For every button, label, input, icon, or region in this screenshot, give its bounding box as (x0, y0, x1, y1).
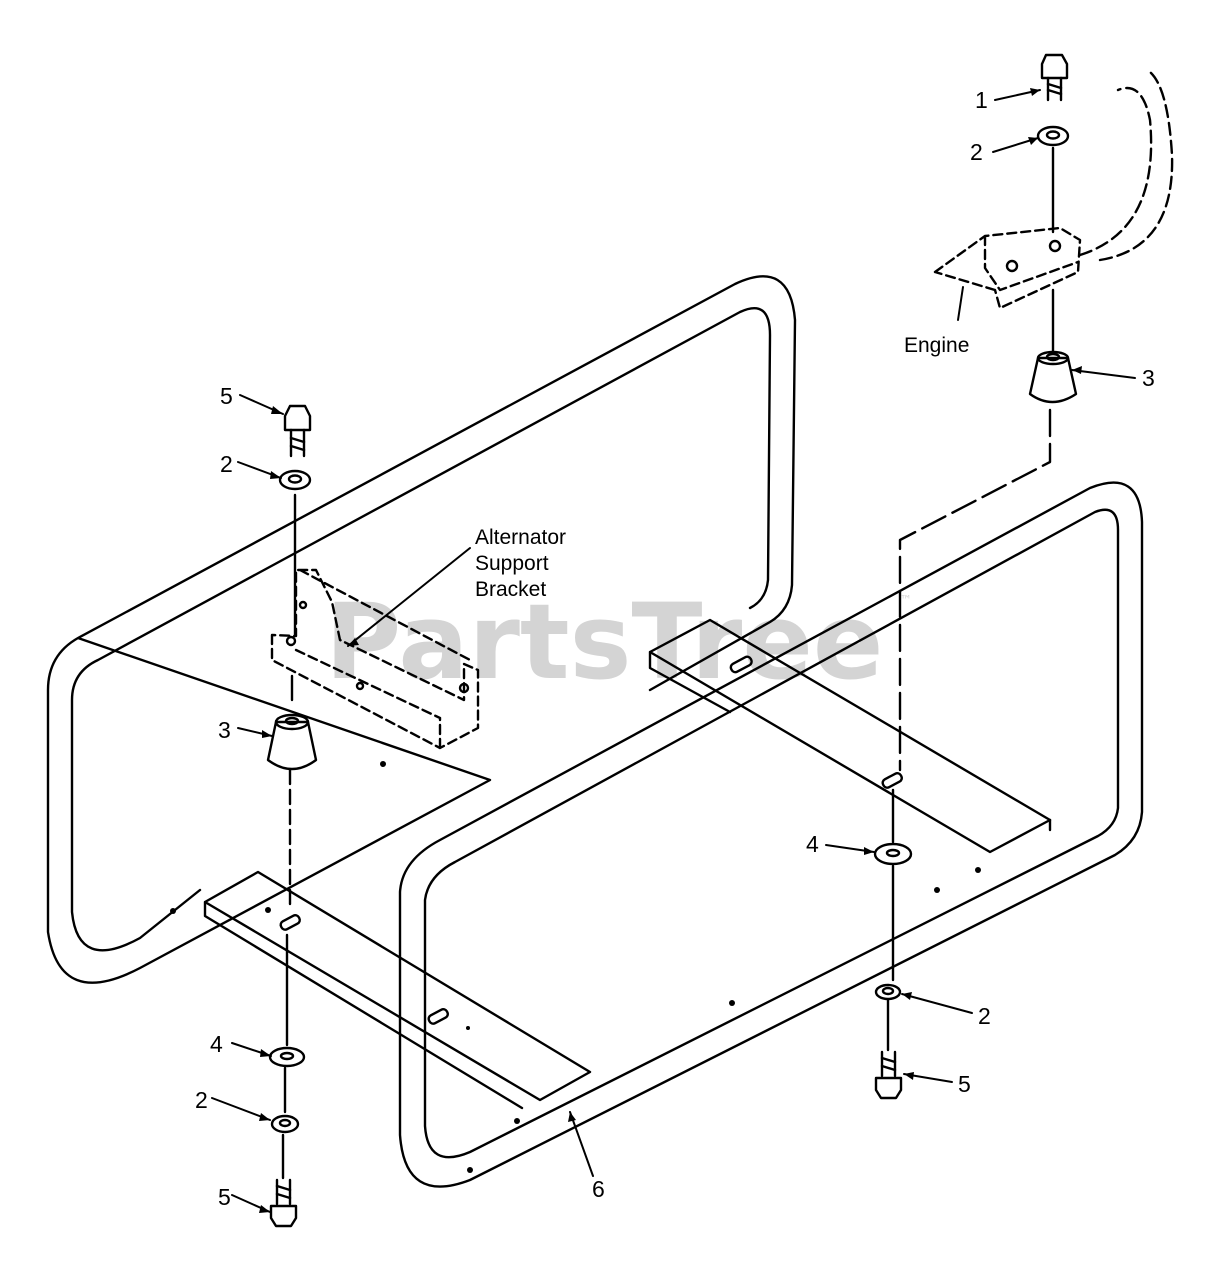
watermark-text: PartsTree (325, 581, 883, 703)
frame-holes (170, 761, 981, 1173)
watermark-trademark: ™ (900, 593, 912, 607)
washer-part-2-right (874, 983, 902, 1001)
bracket-hole-1 (285, 635, 297, 647)
back-frame-loop (46, 275, 797, 984)
front-frame-inner (423, 508, 1120, 1159)
label-alternator-3: Bracket (475, 578, 546, 601)
washer-part-2-left (278, 469, 312, 491)
callout-5-bottom: 5 (218, 1184, 231, 1210)
callout-3-right: 3 (1142, 365, 1155, 391)
callout-4-mid: 4 (806, 831, 819, 857)
slot-front-1 (279, 913, 301, 931)
washer-part-4-left (268, 1046, 306, 1068)
engine-housing-outline (1078, 70, 1174, 262)
label-engine: Engine (904, 334, 969, 357)
bracket-hole-4 (298, 600, 308, 610)
leader-arrowheads (259, 88, 1082, 1213)
label-alternator-2: Support (475, 552, 549, 575)
engine-foot (933, 226, 1082, 310)
slot-front-2 (427, 1007, 449, 1025)
callout-2-left: 2 (220, 451, 233, 477)
bracket-hole-3 (458, 682, 470, 694)
callout-5-right: 5 (958, 1071, 971, 1097)
callout-2-top: 2 (970, 139, 983, 165)
label-alternator-1: Alternator (475, 526, 566, 549)
slot-rear-2 (881, 771, 903, 789)
slot-rear-1 (729, 655, 753, 674)
engine-hole-1 (1005, 259, 1019, 273)
bolt-part-1 (1040, 53, 1069, 102)
assembly-line-right (898, 408, 1052, 772)
washer-part-2-top (1036, 125, 1070, 147)
callout-2-bottom: 2 (195, 1087, 208, 1113)
callout-2-right: 2 (978, 1003, 991, 1029)
callout-6: 6 (592, 1176, 605, 1202)
isolator-part-3-left (266, 713, 318, 771)
alternator-support-bracket (270, 568, 480, 750)
bolt-part-5-right (874, 1050, 903, 1100)
bolt-part-5-left (283, 404, 312, 458)
back-frame-inner (70, 306, 772, 952)
callout-4-left: 4 (210, 1031, 223, 1057)
isolator-part-3-right (1028, 350, 1078, 404)
engine-hole-2 (1048, 239, 1062, 253)
callout-5-left: 5 (220, 383, 233, 409)
bolt-part-5-bottom (269, 1178, 298, 1228)
front-crossmember (203, 870, 592, 1110)
bracket-hole-2 (355, 681, 365, 691)
washer-part-2-bottom (270, 1114, 300, 1134)
callout-3-left: 3 (218, 717, 231, 743)
front-frame-loop (398, 481, 1144, 1188)
washer-part-4-mid (873, 842, 913, 866)
callout-1: 1 (975, 87, 988, 113)
